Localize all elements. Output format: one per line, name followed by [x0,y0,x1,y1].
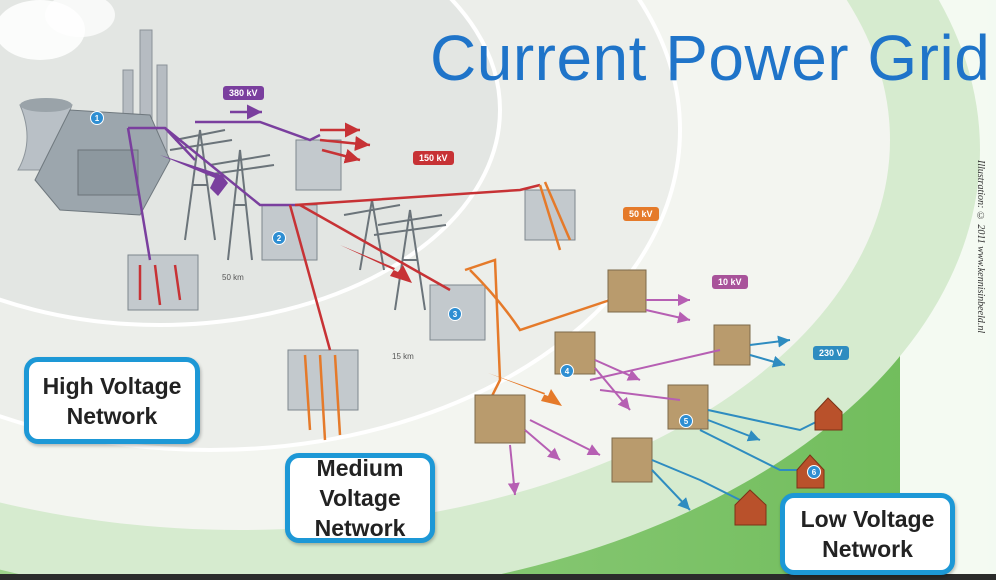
callout-line: Network [822,536,913,562]
transmission-pylon [169,129,447,311]
callout-line: Medium [316,455,404,481]
power-plant [17,29,171,216]
line-230v [651,335,821,511]
transformer-box [474,269,751,483]
high-voltage-callout: High Voltage Network [24,357,200,444]
page-title: Current Power Grid [430,22,991,94]
station-number: 2 [272,231,286,245]
distance-label-15km: 15 km [392,352,414,361]
station-number: 6 [807,465,821,479]
steam-cloud [45,0,115,37]
bottom-border [0,574,996,580]
big-arrow-380kv [160,155,228,196]
station-number: 4 [560,364,574,378]
voltage-tag-380kv: 380 kV [223,86,264,100]
line-10kv [507,294,721,496]
big-arrow-50kv [488,373,562,406]
callout-line: High Voltage [42,372,182,399]
voltage-tag-150kv: 150 kV [413,151,454,165]
line-150kv [138,122,541,351]
callout-line: Low Voltage [800,506,935,532]
distance-label-50km: 50 km [222,273,244,282]
station-number: 5 [679,414,693,428]
medium-voltage-callout: Medium Voltage Network [285,453,435,543]
station-number: 3 [448,307,462,321]
station-number: 1 [90,111,104,125]
callout-line: Voltage [319,485,401,511]
big-arrow-150kv [340,245,412,283]
callout-line: Network [66,402,158,429]
illustration-credit: Illustration: © 2011 www.kennisinbeeld.n… [975,160,986,334]
low-voltage-callout: Low Voltage Network [780,493,955,575]
voltage-tag-50kv: 50 kV [623,207,659,221]
voltage-tag-10kv: 10 kV [712,275,748,289]
voltage-tag-230v: 230 V [813,346,849,360]
house [734,397,843,526]
line-380kv [126,104,321,261]
callout-line: Network [314,515,406,541]
